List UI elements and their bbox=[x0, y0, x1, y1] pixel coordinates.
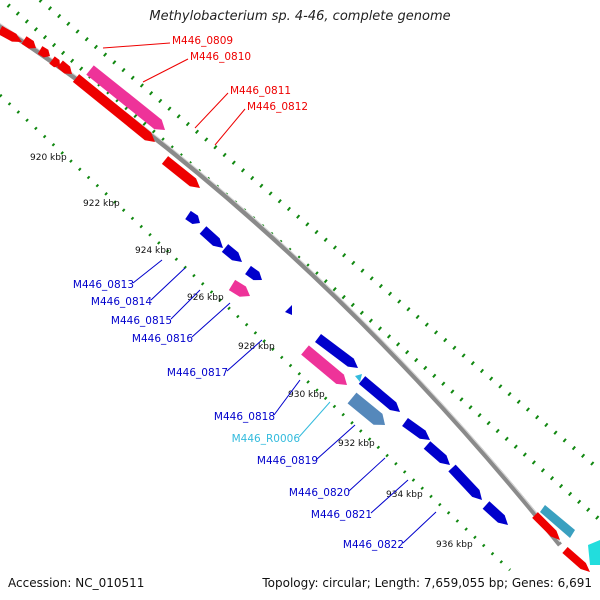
gene-label: M446_0813 bbox=[73, 279, 134, 291]
gene-label: M446_0812 bbox=[247, 101, 308, 113]
gene-arrow bbox=[358, 376, 400, 412]
gene-arrow bbox=[532, 512, 560, 540]
gene-arrow bbox=[57, 60, 72, 74]
gene-arrow bbox=[355, 374, 362, 382]
gene-label: M446_0810 bbox=[190, 51, 251, 63]
gene-arrow bbox=[315, 334, 358, 368]
gene-leader-line bbox=[348, 457, 386, 492]
gene-arrow bbox=[228, 279, 250, 297]
gene-leader-line bbox=[273, 379, 301, 416]
tick-label: 932 kbp bbox=[338, 439, 375, 449]
map-title: Methylobacterium sp. 4-46, complete geno… bbox=[149, 9, 451, 24]
gene-label: M446_0822 bbox=[343, 539, 404, 551]
gene-leader-line bbox=[298, 401, 331, 438]
gene-arrow bbox=[540, 505, 575, 538]
accession-text: Accession: NC_010511 bbox=[8, 576, 145, 590]
gene-label: M446_0815 bbox=[111, 315, 172, 327]
gene-arrow bbox=[37, 46, 50, 58]
gene-label: M446_0814 bbox=[91, 296, 152, 308]
gene-arrow bbox=[161, 156, 200, 188]
gene-label: M446_0809 bbox=[172, 35, 233, 47]
gene-leader-line bbox=[132, 259, 163, 284]
tick-label: 922 kbp bbox=[83, 199, 120, 209]
gene-label: M446_0818 bbox=[214, 411, 275, 423]
gene-arrow bbox=[301, 345, 347, 385]
gene-arrow bbox=[482, 501, 508, 525]
gene-arrow bbox=[448, 464, 482, 500]
gene-arrow bbox=[347, 392, 385, 425]
gene-leader-line bbox=[150, 267, 186, 301]
dotted-guide-line bbox=[0, 93, 512, 572]
gene-leader-line bbox=[316, 424, 356, 460]
tick-label: 934 kbp bbox=[386, 490, 423, 500]
tick-layer: 920 kbp 922 kbp 924 kbp 926 kbp 928 kbp 930 k… bbox=[30, 153, 473, 550]
gene-leader-line bbox=[170, 289, 201, 320]
gene-arrow bbox=[86, 65, 165, 130]
genome-summary-text: Topology: circular; Length: 7,659,055 bp… bbox=[262, 576, 592, 590]
gene-leader-line bbox=[214, 108, 246, 146]
gene-arrow bbox=[588, 540, 600, 565]
gene-arrow bbox=[199, 226, 223, 248]
feature-layer bbox=[0, 26, 600, 572]
gene-label: M446_0819 bbox=[257, 455, 318, 467]
gene-leader-line bbox=[142, 58, 189, 83]
gene-label: M446_0821 bbox=[311, 509, 372, 521]
gene-arrow bbox=[562, 546, 590, 572]
tick-label: 930 kbp bbox=[288, 390, 325, 400]
gene-arrow bbox=[285, 305, 292, 315]
gene-arrow bbox=[185, 210, 200, 224]
tick-label: 920 kbp bbox=[30, 153, 67, 163]
gene-leader-line bbox=[191, 302, 231, 338]
gene-leader-line bbox=[370, 479, 409, 514]
gene-label: M446_0811 bbox=[230, 85, 291, 97]
dotted-guide-line bbox=[38, 0, 600, 472]
tick-label: 924 kbp bbox=[135, 246, 172, 256]
gene-label: M446_R0006 bbox=[232, 433, 301, 445]
gene-leader-line bbox=[402, 511, 437, 544]
gene-arrow bbox=[402, 417, 430, 440]
gene-label: M446_0817 bbox=[167, 367, 228, 379]
tick-label: 926 kbp bbox=[187, 293, 224, 303]
dotted-guides bbox=[0, 0, 600, 572]
gene-arrow bbox=[49, 56, 60, 68]
gene-arrow bbox=[245, 265, 262, 281]
label-layer: M446_0809M446_0810M446_0811M446_0812M446… bbox=[73, 35, 437, 551]
gene-arrow bbox=[221, 244, 242, 262]
tick-label: 928 kbp bbox=[238, 342, 275, 352]
gene-leader-line bbox=[194, 92, 229, 129]
gene-arrow bbox=[72, 74, 155, 142]
gene-label: M446_0816 bbox=[132, 333, 193, 345]
tick-label: 936 kbp bbox=[436, 540, 473, 550]
gene-leader-line bbox=[226, 339, 263, 372]
gene-arrow bbox=[423, 441, 450, 465]
gene-label: M446_0820 bbox=[289, 487, 350, 499]
gene-arrow bbox=[21, 36, 36, 49]
gene-leader-line bbox=[102, 42, 171, 49]
gene-arrow bbox=[0, 26, 22, 42]
